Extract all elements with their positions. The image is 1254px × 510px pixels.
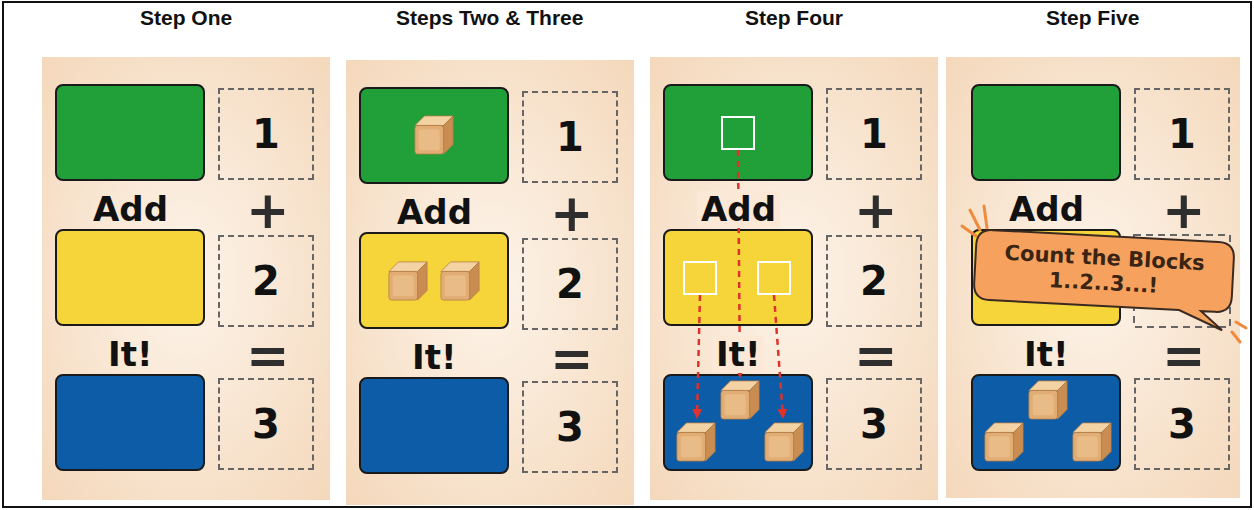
- wood-block: [677, 423, 715, 461]
- number-label: 2: [556, 264, 584, 304]
- number-box: 2: [218, 235, 314, 327]
- number-box: 1: [218, 88, 314, 180]
- number-box: 3: [1134, 378, 1230, 470]
- burst-line: [1236, 322, 1246, 328]
- step-word: Add: [697, 191, 780, 228]
- step-word: It!: [104, 336, 156, 373]
- bubble-shape: [972, 229, 1234, 330]
- number-box: 2: [522, 238, 618, 330]
- wood-block: [389, 262, 427, 300]
- wood-block: [721, 381, 759, 419]
- number-label: 1: [860, 114, 888, 154]
- wood-block: [1073, 423, 1111, 461]
- blue-box: [360, 378, 508, 473]
- number-label: 2: [860, 261, 888, 301]
- burst-line: [962, 226, 976, 236]
- step-heading: Steps Two & Three: [396, 6, 583, 30]
- green-box: [56, 85, 204, 180]
- step-word: Add: [393, 194, 476, 231]
- operator-symbol: =: [550, 332, 594, 384]
- wood-block: [1029, 381, 1067, 419]
- speech-bubble: Count the Blocks 1..2..3...!: [973, 229, 1234, 312]
- panel-ground: [42, 57, 330, 500]
- step-heading: Step Five: [1046, 6, 1139, 30]
- wood-block: [765, 423, 803, 461]
- step-panel: Steps Two & ThreeAdd + It! = 1 2 3: [346, 0, 634, 510]
- number-label: 1: [556, 117, 584, 157]
- step-panel: Step OneAdd + It! = 1 2 3: [42, 0, 330, 510]
- panel-ground: [946, 57, 1240, 498]
- block-outline: [684, 262, 716, 294]
- number-box: 3: [218, 378, 314, 470]
- step-word: It!: [712, 336, 764, 373]
- number-label: 1: [1168, 114, 1196, 154]
- operator-symbol: +: [1162, 184, 1206, 236]
- step-word: Add: [1005, 191, 1088, 228]
- outer-frame: [3, 2, 1251, 507]
- panel-ground: [650, 57, 938, 500]
- step-heading: Step One: [140, 6, 232, 30]
- burst-line: [1232, 332, 1240, 342]
- wood-block: [441, 262, 479, 300]
- blue-box: [664, 375, 812, 470]
- block-outline: [722, 117, 754, 149]
- step-heading: Step Four: [745, 6, 843, 30]
- number-label: 3: [860, 404, 888, 444]
- step-word: Add: [89, 191, 172, 228]
- number-label: 3: [252, 404, 280, 444]
- move-arrow: [774, 295, 783, 417]
- number-box: 3: [522, 381, 618, 473]
- blue-box: [56, 375, 204, 470]
- number-label: 2: [252, 261, 280, 301]
- yellow-box: [360, 233, 508, 328]
- number-label: 3: [556, 407, 584, 447]
- step-word: It!: [1020, 336, 1072, 373]
- operator-symbol: =: [246, 329, 290, 381]
- number-label: 3: [1168, 404, 1196, 444]
- block-outline: [758, 262, 790, 294]
- number-box: 3: [826, 378, 922, 470]
- wood-block: [985, 423, 1023, 461]
- operator-symbol: =: [854, 329, 898, 381]
- operator-symbol: +: [550, 187, 594, 239]
- move-arrow: [697, 295, 700, 417]
- number-box: 1: [1134, 88, 1230, 180]
- number-box: 1: [522, 91, 618, 183]
- number-box: 2: [826, 235, 922, 327]
- operator-symbol: +: [854, 184, 898, 236]
- wood-block: [415, 116, 453, 154]
- green-box: [360, 88, 508, 183]
- number-box: 1: [826, 88, 922, 180]
- operator-symbol: +: [246, 184, 290, 236]
- operator-symbol: =: [1162, 329, 1206, 381]
- burst-line: [970, 210, 980, 230]
- step-panel: Step FourAdd + It! = 1 2 3: [650, 0, 938, 510]
- green-box: [972, 85, 1120, 180]
- panel-ground: [346, 60, 634, 505]
- burst-line: [984, 206, 987, 228]
- yellow-box: [56, 230, 204, 325]
- step-word: It!: [408, 339, 460, 376]
- blue-box: [972, 375, 1120, 470]
- yellow-box: [664, 230, 812, 325]
- number-label: 1: [252, 114, 280, 154]
